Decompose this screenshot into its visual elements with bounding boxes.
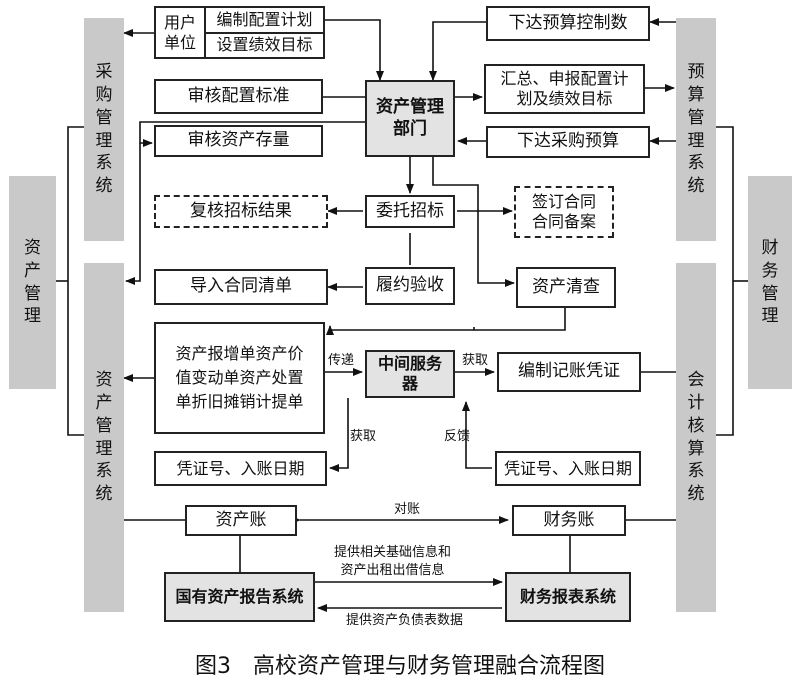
finance-mgmt-bar: 财务管理 [748,176,792,389]
entrust-bid-box: 委托招标 [365,195,455,228]
asset-system-label: 资产管理系统 [95,369,113,505]
budget-system-bar: 预算管理系统 [676,18,716,241]
asset-forms-box: 资产报增单资产价值变动单资产处置单折旧摊销计提单 [154,322,325,434]
asset-ledger-box: 资产账 [185,505,297,536]
provide-info-line-2: 资产出租出借信息 [340,562,445,578]
reconcile-label: 对账 [394,502,421,517]
performance-acceptance-box: 履约验收 [365,267,455,305]
feedback-label: 反馈 [444,429,471,444]
budget-system-label: 预算管理系统 [687,61,705,197]
issue-budget-control-box: 下达预算控制数 [486,6,650,41]
provide-info-label: 提供相关基础信息和 资产出租出借信息 [334,544,451,579]
review-stock-box: 审核资产存量 [154,125,323,157]
voucher-date-left-box: 凭证号、入账日期 [154,451,327,486]
voucher-date-right-box: 凭证号、入账日期 [495,451,641,486]
asset-audit-box: 资产清查 [516,267,616,308]
provide-info-line-1: 提供相关基础信息和 [334,545,452,560]
asset-mgmt-label: 资产管理 [24,237,41,327]
user-unit-box: 用户单位 编制配置计划 设置绩效目标 [154,6,325,59]
obtain-label-left: 获取 [350,429,377,444]
transmit-label: 传递 [328,353,355,368]
asset-mgmt-bar: 资产管理 [9,176,56,389]
accounting-system-bar: 会计核算系统 [676,263,716,612]
asset-dept-box: 资产管理部门 [365,80,455,157]
review-standard-box: 审核配置标准 [154,79,323,114]
figure-caption: 图3 高校资产管理与财务管理融合流程图 [195,654,605,679]
finance-mgmt-label: 财务管理 [761,237,779,327]
procurement-system-bar: 采购管理系统 [84,18,124,241]
set-goals-cell: 设置绩效目标 [216,35,313,55]
import-contract-box: 导入合同清单 [154,269,328,305]
summary-report-box: 汇总、申报配置计划及绩效目标 [484,64,645,114]
compile-voucher-box: 编制记账凭证 [497,352,641,392]
obtain-label-right: 获取 [462,353,489,368]
user-unit-label: 用户单位 [163,12,196,52]
finance-report-system-box: 财务报表系统 [505,572,631,622]
middle-server-box: 中间服务器 [365,350,455,398]
procurement-system-label: 采购管理系统 [95,61,113,197]
state-report-system-box: 国有资产报告系统 [164,572,315,622]
asset-system-bar: 资产管理系统 [84,263,124,612]
recheck-bid-box: 复核招标结果 [154,195,328,228]
provide-liability-label: 提供资产负债表数据 [346,613,464,628]
accounting-system-label: 会计核算系统 [687,369,705,505]
issue-procurement-budget-box: 下达采购预算 [486,126,650,158]
finance-ledger-box: 财务账 [512,505,626,536]
compile-plan-cell: 编制配置计划 [206,8,323,34]
sign-contract-box: 签订合同合同备案 [514,186,614,238]
